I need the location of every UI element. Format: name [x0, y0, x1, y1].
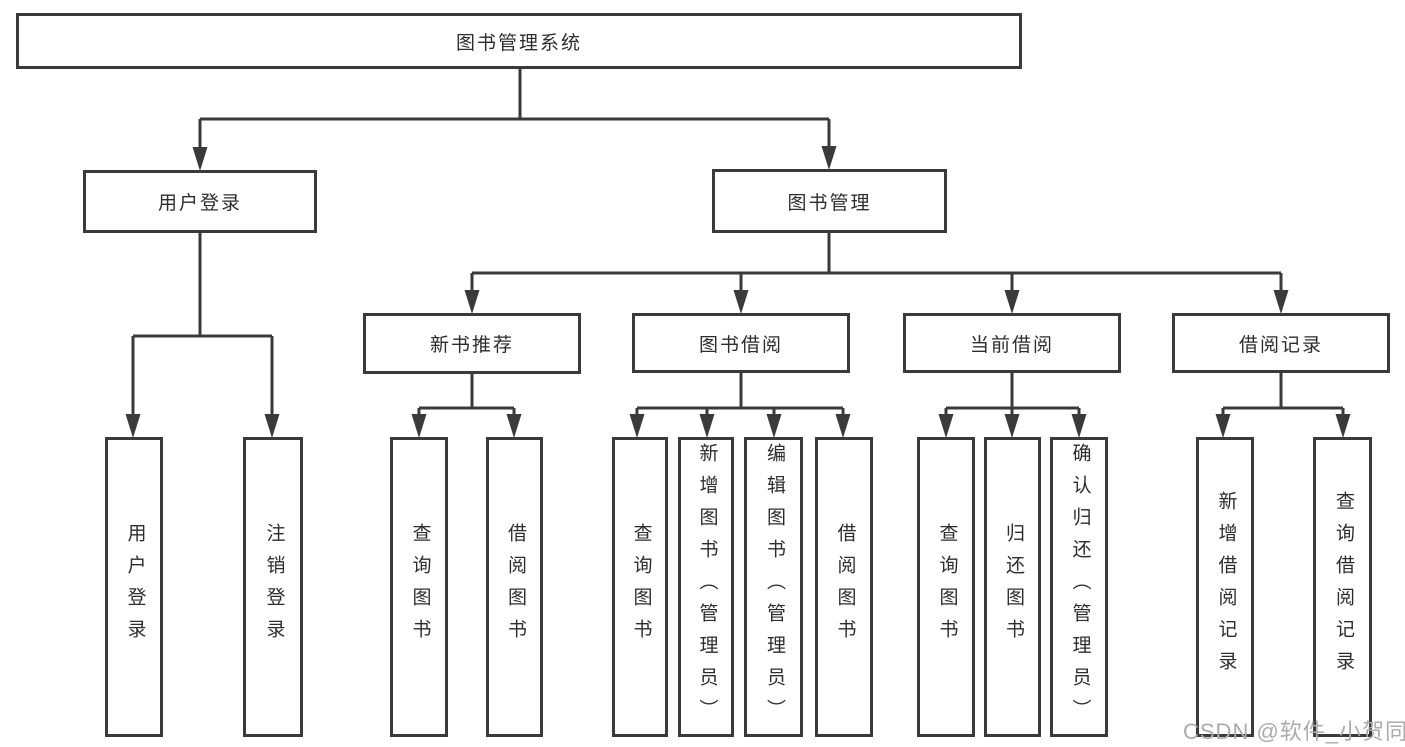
connector-book-management-to-level3 — [470, 233, 1283, 291]
node-query-books-2: 查询图书 — [612, 437, 668, 737]
arrow-down-icon — [938, 414, 954, 438]
node-label: 图书借阅 — [698, 334, 783, 356]
arrow-down-icon — [411, 414, 427, 438]
arrow-down-icon — [821, 146, 837, 170]
node-label: 新增借阅记录 — [1215, 491, 1237, 683]
node-label: 查询借阅记录 — [1332, 491, 1354, 683]
connector-user-login-to-leaves — [131, 233, 274, 415]
node-label: 新增图书（管理员） — [696, 443, 718, 731]
node-user-login-action: 用户登录 — [105, 437, 163, 737]
arrow-down-icon — [264, 414, 280, 438]
node-label: 编辑图书（管理员） — [763, 443, 785, 731]
node-borrow-books-2: 借阅图书 — [815, 437, 873, 737]
arrow-down-icon — [1004, 414, 1020, 438]
arrow-down-icon — [1273, 290, 1289, 314]
arrow-down-icon — [699, 414, 715, 438]
node-return-book: 归还图书 — [984, 437, 1041, 737]
node-new-book-recommendation: 新书推荐 — [363, 313, 581, 374]
node-label: 确认归还（管理员） — [1069, 443, 1091, 731]
connector-root-to-level2 — [198, 68, 831, 148]
node-label: 归还图书 — [1002, 523, 1024, 651]
node-logout: 注销登录 — [243, 437, 303, 737]
node-borrowing-records: 借阅记录 — [1172, 313, 1390, 373]
node-label: 图书管理 — [787, 192, 872, 214]
arrow-down-icon — [1335, 414, 1351, 438]
node-borrow-books-1: 借阅图书 — [486, 437, 543, 737]
arrow-down-icon — [125, 414, 141, 438]
node-label: 当前借阅 — [969, 334, 1054, 356]
arrow-down-icon — [1215, 414, 1231, 438]
arrow-down-icon — [506, 414, 522, 438]
node-label: 借阅图书 — [504, 523, 526, 651]
node-label: 借阅图书 — [834, 523, 856, 651]
node-add-borrow-record: 新增借阅记录 — [1196, 437, 1254, 737]
node-query-books-1: 查询图书 — [390, 437, 448, 737]
node-label: 注销登录 — [263, 523, 285, 651]
arrow-down-icon — [1071, 414, 1087, 438]
watermark: CSDN @软件_小贺同学 — [1183, 719, 1405, 744]
node-label: 借阅记录 — [1238, 334, 1323, 356]
arrow-down-icon — [192, 147, 208, 171]
node-label: 查询图书 — [630, 523, 652, 651]
connector-borrowing-records-to-leaves — [1221, 373, 1345, 415]
node-confirm-return-admin: 确认归还（管理员） — [1050, 437, 1108, 737]
node-user-login: 用户登录 — [83, 170, 317, 233]
node-query-borrow-record: 查询借阅记录 — [1313, 437, 1372, 737]
node-book-borrowing: 图书借阅 — [632, 313, 850, 373]
node-label: 图书管理系统 — [455, 32, 582, 54]
arrow-down-icon — [464, 290, 480, 314]
node-label: 新书推荐 — [429, 335, 514, 356]
node-book-management: 图书管理 — [712, 169, 947, 233]
node-current-borrowing: 当前借阅 — [903, 313, 1121, 373]
arrow-down-icon — [766, 414, 782, 438]
node-edit-book-admin: 编辑图书（管理员） — [744, 437, 803, 737]
node-label: 查询图书 — [936, 523, 958, 651]
connector-current-borrowing-to-leaves — [944, 373, 1081, 415]
node-library-management-system: 图书管理系统 — [16, 13, 1022, 69]
node-add-book-admin: 新增图书（管理员） — [678, 437, 734, 737]
connector-new-book-rec-to-leaves — [417, 374, 516, 415]
node-label: 查询图书 — [409, 523, 431, 651]
arrowhead-icons — [125, 146, 1351, 438]
arrow-down-icon — [733, 290, 749, 314]
arrow-down-icon — [629, 414, 645, 438]
node-label: 用户登录 — [124, 523, 146, 651]
arrow-down-icon — [1004, 290, 1020, 314]
arrow-down-icon — [835, 414, 851, 438]
node-query-books-3: 查询图书 — [917, 437, 975, 737]
connector-book-borrowing-to-leaves — [635, 373, 845, 415]
node-label: 用户登录 — [157, 193, 242, 214]
